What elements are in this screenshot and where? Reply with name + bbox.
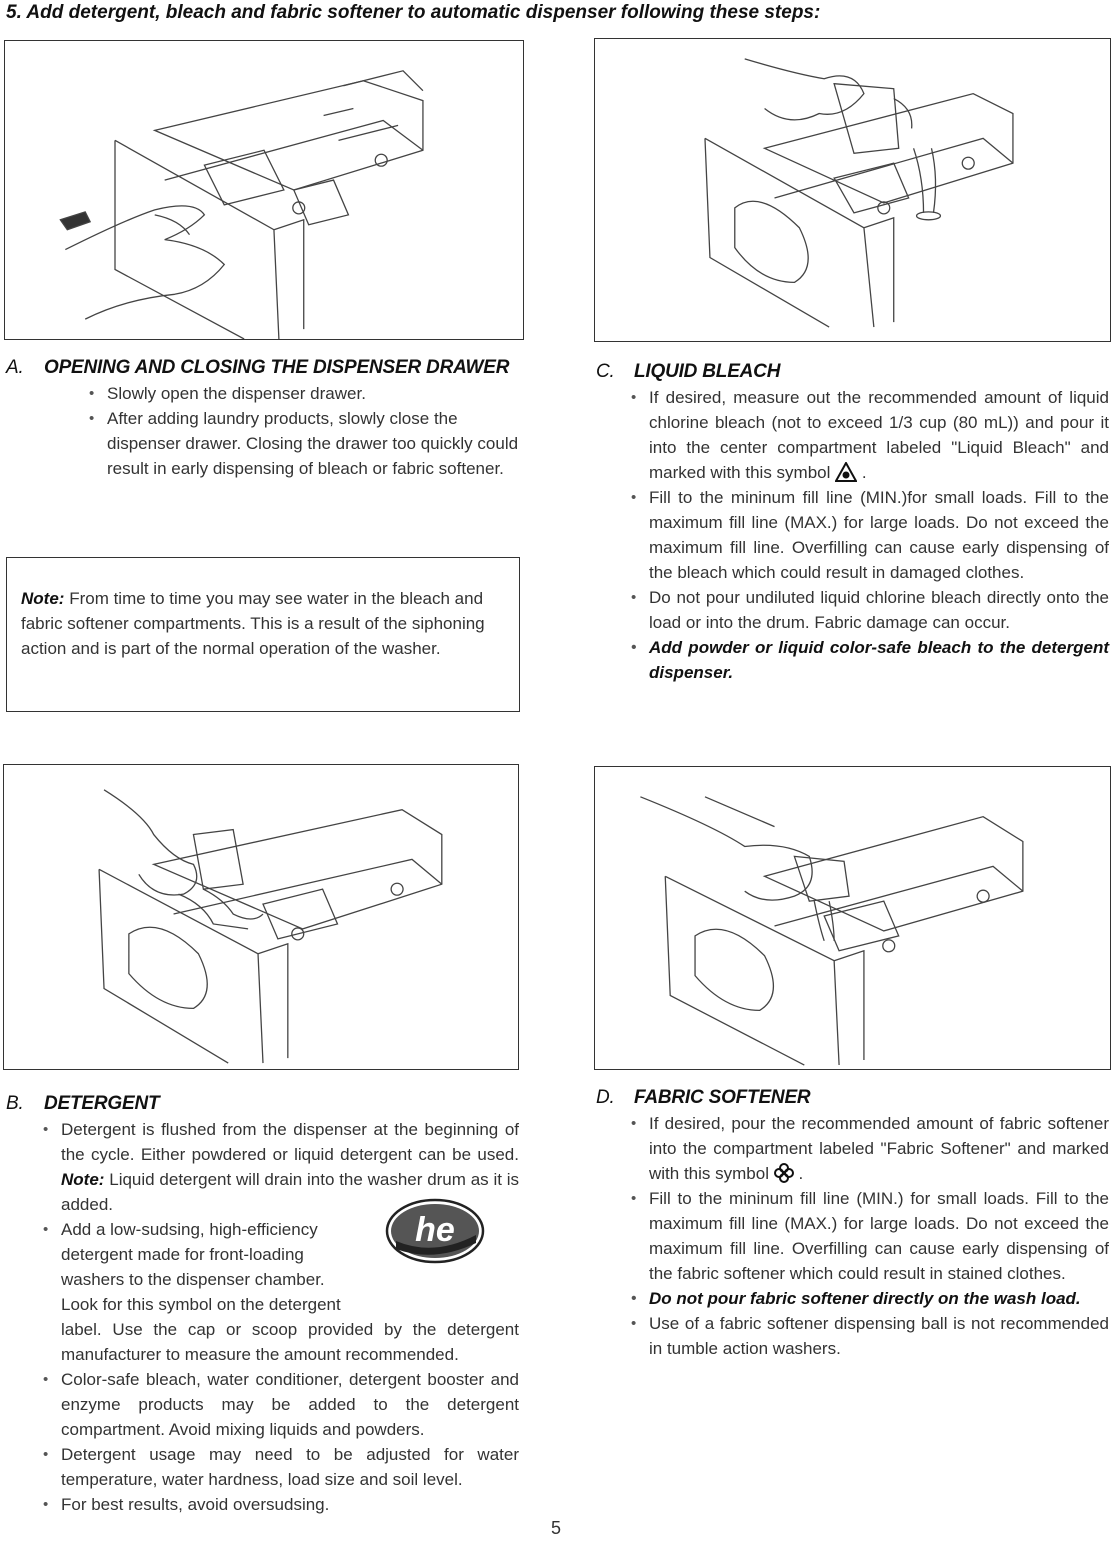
open-drawer-illustration bbox=[59, 70, 424, 339]
section-c-letter: C. bbox=[596, 361, 615, 382]
page-number: 5 bbox=[550, 1518, 561, 1538]
section-a-letter: A. bbox=[6, 357, 24, 378]
section-c-bullet-1: If desired, measure out the recommended … bbox=[627, 385, 1109, 485]
section-d-bullet-1: If desired, pour the recommended amount … bbox=[627, 1111, 1109, 1186]
section-b-bullet-1-post: Liquid detergent will drain into the was… bbox=[61, 1170, 520, 1214]
note-text: From time to time you may see water in t… bbox=[21, 589, 485, 658]
he-logo-text: he bbox=[415, 1211, 455, 1249]
section-d-title-text: FABRIC SOFTENER bbox=[634, 1087, 811, 1108]
section-d-bullet-3: Do not pour fabric softener directly on … bbox=[627, 1286, 1109, 1311]
he-logo-icon: he bbox=[385, 1198, 485, 1264]
section-b-title-text: DETERGENT bbox=[44, 1093, 160, 1114]
section-d-bullet-4: Use of a fabric softener dispensing ball… bbox=[627, 1311, 1109, 1361]
section-b-bullets: Detergent is flushed from the dispenser … bbox=[39, 1117, 519, 1517]
section-c-bullet-1-end: . bbox=[861, 463, 867, 482]
section-b-bullet-1-note: Note: bbox=[61, 1170, 105, 1189]
section-a-bullets: Slowly open the dispenser drawer. After … bbox=[85, 381, 525, 481]
section-a-bullet-2: After adding laundry products, slowly cl… bbox=[85, 406, 525, 481]
softener-flower-icon bbox=[773, 1163, 794, 1183]
section-b-bullet-5: For best results, avoid oversudsing. bbox=[39, 1492, 519, 1517]
section-a-bullet-1: Slowly open the dispenser drawer. bbox=[85, 381, 525, 406]
section-c-bullet-1-text: If desired, measure out the recommended … bbox=[649, 388, 1109, 482]
section-b-title: B. DETERGENT bbox=[6, 1093, 160, 1115]
section-b-bullet-2-rest: label. Use the cap or scoop provided by … bbox=[61, 1320, 519, 1364]
section-b-letter: B. bbox=[6, 1093, 24, 1114]
section-c-bullet-3: Do not pour undiluted liquid chlorine bl… bbox=[627, 585, 1109, 635]
section-d-letter: D. bbox=[596, 1087, 615, 1108]
section-b-bullet-3: Color-safe bleach, water conditioner, de… bbox=[39, 1367, 519, 1442]
section-c-title-text: LIQUID BLEACH bbox=[634, 361, 781, 382]
section-d-title: D. FABRIC SOFTENER bbox=[596, 1087, 811, 1109]
figure-pour-bleach bbox=[594, 38, 1111, 342]
pour-softener-illustration bbox=[640, 796, 1024, 1066]
section-d-bullets: If desired, pour the recommended amount … bbox=[627, 1111, 1109, 1361]
figure-pour-softener bbox=[594, 766, 1111, 1070]
section-c-bullets: If desired, measure out the recommended … bbox=[627, 385, 1109, 685]
section-c-title: C. LIQUID BLEACH bbox=[596, 361, 780, 383]
section-b-bullet-4: Detergent usage may need to be adjusted … bbox=[39, 1442, 519, 1492]
section-b-bullet-2: Add a low-sudsing, high-efficiency deter… bbox=[39, 1217, 519, 1367]
note-label: Note: bbox=[21, 589, 65, 608]
section-b-bullet-2-line-3: washers to the dispenser chamber. bbox=[61, 1270, 325, 1289]
pour-bleach-illustration bbox=[704, 58, 1014, 328]
section-b-bullet-2-line-2: detergent made for front-loading bbox=[61, 1245, 304, 1264]
section-c-bullet-4: Add powder or liquid color-safe bleach t… bbox=[627, 635, 1109, 685]
section-a-title: A. OPENING AND CLOSING THE DISPENSER DRAW… bbox=[6, 357, 509, 379]
note-box: Note: From time to time you may see wate… bbox=[6, 557, 520, 712]
step-heading: 5. Add detergent, bleach and fabric soft… bbox=[6, 2, 821, 23]
bleach-triangle-icon bbox=[835, 462, 858, 482]
section-b-bullet-1: Detergent is flushed from the dispenser … bbox=[39, 1117, 519, 1217]
section-b-bullet-2-line-1: Add a low-sudsing, high-efficiency bbox=[61, 1220, 318, 1239]
figure-open-drawer bbox=[4, 40, 524, 340]
section-d-bullet-2: Fill to the mininum fill line (MIN.) for… bbox=[627, 1186, 1109, 1286]
section-c-bullet-2: Fill to the mininum fill line (MIN.)for … bbox=[627, 485, 1109, 585]
section-b-bullet-1-pre: Detergent is flushed from the dispenser … bbox=[61, 1120, 519, 1164]
section-d-bullet-1-text: If desired, pour the recommended amount … bbox=[649, 1114, 1109, 1183]
section-a-title-text: OPENING AND CLOSING THE DISPENSER DRAWER bbox=[44, 357, 510, 378]
figure-scoop-detergent bbox=[3, 764, 519, 1070]
section-b-bullet-2-line-4: Look for this symbol on the detergent bbox=[61, 1295, 341, 1314]
section-d-bullet-1-end: . bbox=[798, 1164, 804, 1183]
scoop-detergent-illustration bbox=[98, 789, 443, 1064]
